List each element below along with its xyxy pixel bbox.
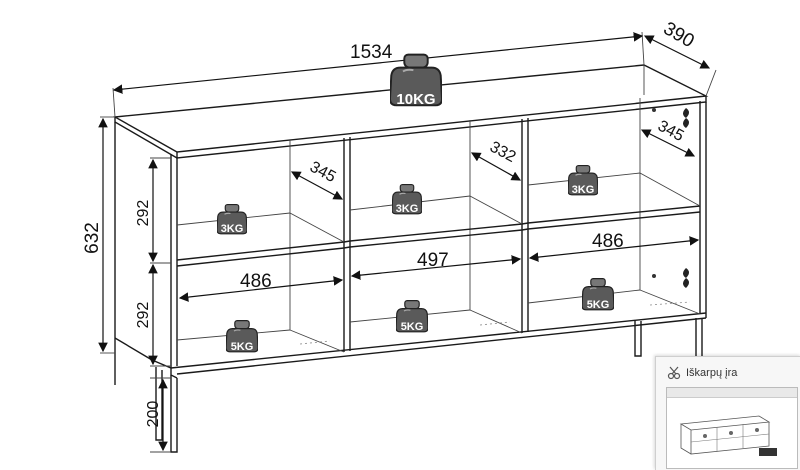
weight-middle-lower-label: 5KG bbox=[401, 321, 424, 333]
shelf-height-bottom-label: 292 bbox=[135, 302, 152, 329]
middle-inner-depth-label: 332 bbox=[487, 138, 519, 166]
inner-width-dimensions: 486 497 486 bbox=[178, 231, 700, 302]
right-inner-width-label: 486 bbox=[592, 231, 624, 252]
depth-dimension: 390 bbox=[643, 18, 717, 97]
cabinet-dividers bbox=[176, 98, 701, 353]
weight-top: 10KG bbox=[390, 53, 442, 108]
width-dimension: 1534 bbox=[112, 31, 645, 118]
snipping-tool-thumbnail[interactable]: Iškarpų įra bbox=[655, 356, 800, 470]
weight-right-lower-label: 5KG bbox=[587, 299, 610, 311]
weight-right-upper: 3KG bbox=[568, 164, 598, 196]
weight-middle-upper-label: 3KG bbox=[396, 203, 419, 215]
weight-middle-upper: 3KG bbox=[392, 183, 422, 215]
total-width-label: 1534 bbox=[350, 42, 393, 63]
snipping-preview bbox=[666, 387, 798, 469]
weight-middle-lower: 5KG bbox=[396, 299, 428, 333]
hinge-icons bbox=[652, 108, 689, 288]
middle-inner-width-label: 497 bbox=[417, 250, 449, 271]
right-inner-depth-label: 345 bbox=[655, 117, 687, 145]
weight-left-upper: 3KG bbox=[217, 203, 247, 235]
depth-label: 390 bbox=[660, 18, 698, 52]
shelf-height-top-label: 292 bbox=[135, 200, 152, 227]
weight-left-lower: 5KG bbox=[226, 319, 258, 353]
scissors-icon bbox=[667, 366, 681, 380]
left-inner-width-label: 486 bbox=[240, 271, 272, 292]
snipping-preview-toolbar bbox=[667, 388, 797, 398]
weight-left-upper-label: 3KG bbox=[221, 223, 244, 235]
weight-right-upper-label: 3KG bbox=[572, 184, 595, 196]
preview-diagram bbox=[679, 415, 777, 456]
leg-height-dimension: 200 bbox=[145, 377, 171, 453]
total-height-label: 632 bbox=[82, 222, 103, 254]
cabinet-outline bbox=[112, 64, 709, 379]
weight-left-lower-label: 5KG bbox=[231, 341, 254, 353]
leg-height-label: 200 bbox=[145, 401, 162, 428]
snipping-thumbnail-title: Iškarpų įra bbox=[686, 367, 738, 379]
shelf-height-dimensions: 292 292 bbox=[135, 157, 171, 367]
weight-top-label: 10KG bbox=[396, 91, 435, 108]
weight-right-lower: 5KG bbox=[582, 277, 614, 311]
inner-depth-dimensions: 345 332 345 bbox=[290, 117, 696, 200]
height-dimension: 632 bbox=[82, 116, 115, 354]
